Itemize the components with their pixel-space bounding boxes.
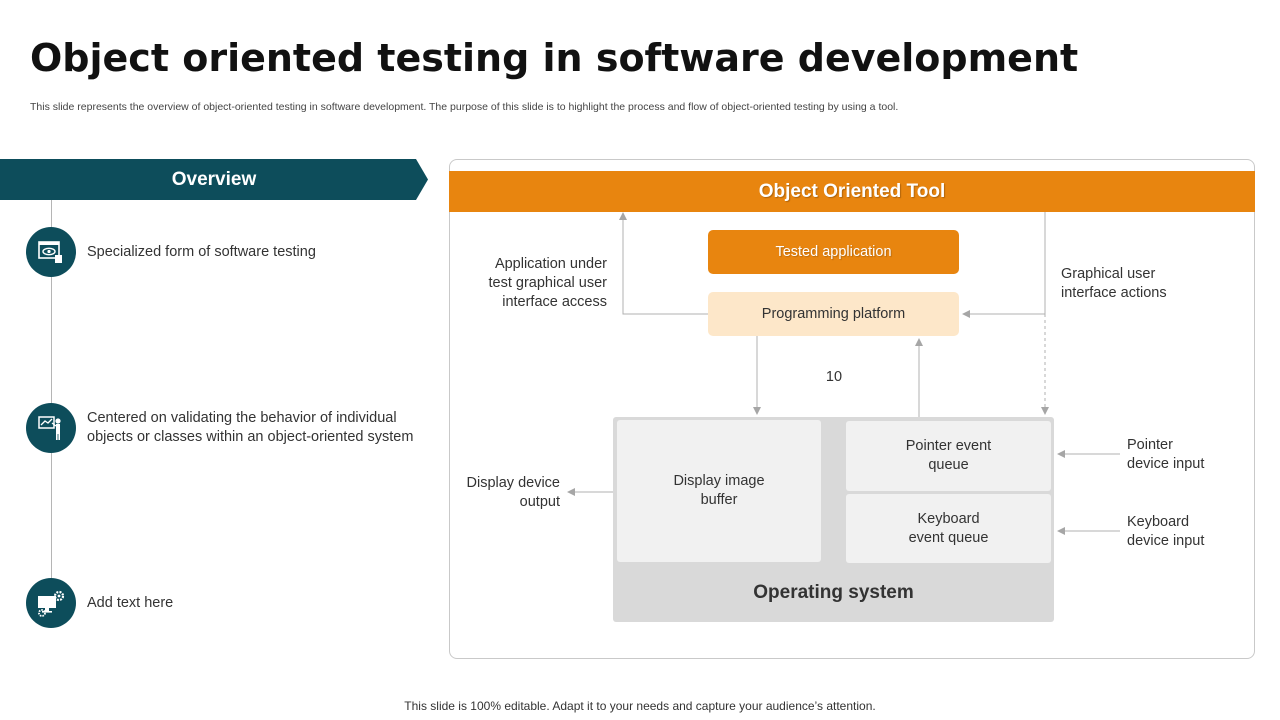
pointer-queue-label: Pointer event queue: [905, 438, 992, 473]
gui-access-label: Application under test graphical user in…: [488, 256, 607, 310]
display-buffer-label: Display image buffer: [673, 473, 765, 508]
page-subtitle: This slide represents the overview of ob…: [30, 101, 899, 113]
pointer-queue-box: Pointer event queue: [846, 421, 1051, 491]
tool-header: Object Oriented Tool: [449, 171, 1255, 212]
overview-item-text: Centered on validating the behavior of i…: [87, 410, 414, 445]
overview-heading: Overview: [171, 169, 257, 190]
tested-application-box: Tested application: [708, 230, 959, 274]
keyboard-queue-label: Keyboard event queue: [908, 510, 989, 546]
timeline-line: [51, 200, 52, 603]
presenter-board-icon: [26, 403, 76, 453]
gui-actions-label: Graphical user interface actions: [1061, 266, 1167, 301]
overview-banner: Overview: [0, 159, 428, 200]
display-output-label: Display device output: [466, 475, 561, 510]
computer-gear-icon: [26, 578, 76, 628]
display-buffer-box: Display image buffer: [617, 420, 821, 562]
operating-system-label: Operating system: [753, 582, 914, 603]
overview-item-text: Add text here: [87, 595, 174, 611]
tool-panel: [449, 159, 1255, 659]
footer-note: This slide is 100% editable. Adapt it to…: [404, 699, 876, 713]
keyboard-queue-box: Keyboard event queue: [846, 494, 1051, 563]
programming-platform-box: Programming platform: [708, 292, 959, 336]
pointer-input-label: Pointer device input: [1127, 437, 1205, 472]
eye-document-icon: [26, 227, 76, 277]
number-label: 10: [825, 369, 843, 385]
overview-item-text: Specialized form of software testing: [87, 244, 316, 260]
keyboard-input-label: Keyboard device input: [1127, 514, 1205, 549]
page-title: Object oriented testing in software deve…: [30, 36, 1079, 80]
